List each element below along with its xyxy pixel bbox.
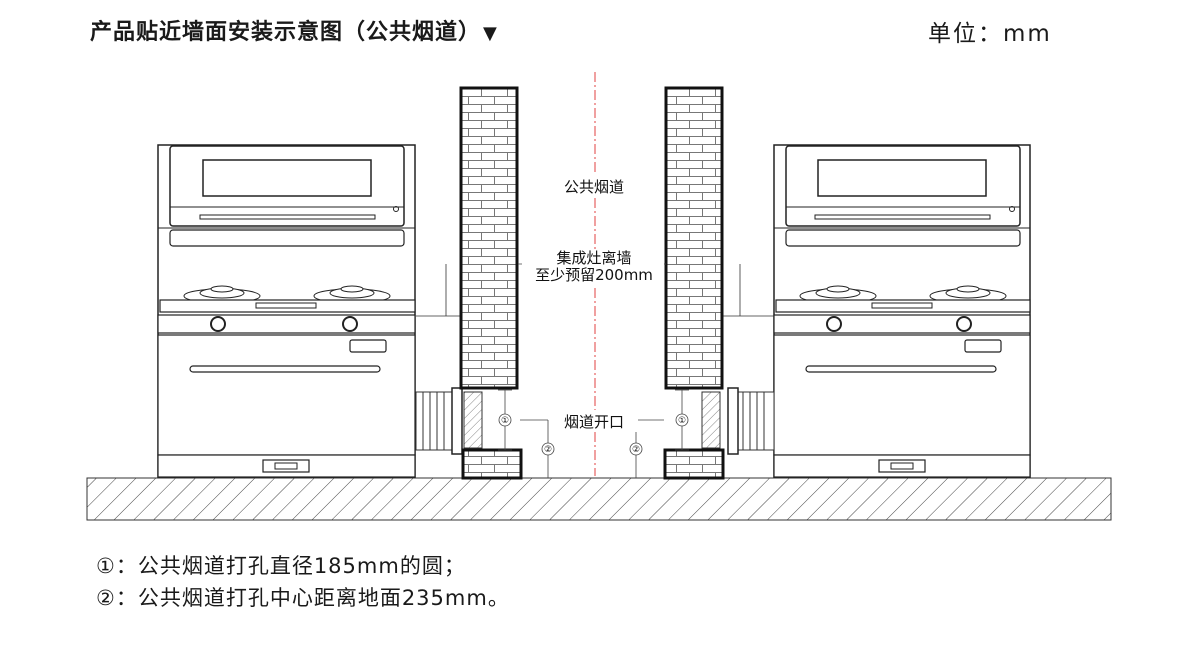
marker-1-left: ①	[498, 413, 512, 427]
exhaust-duct-right	[727, 387, 775, 455]
svg-text:①: ①	[501, 416, 509, 426]
page-title: 产品贴近墙面安装示意图（公共烟道）▼	[90, 14, 498, 46]
label-clearance-line1: 集成灶离墙	[556, 249, 631, 267]
flue-wall-right	[663, 86, 725, 480]
label-opening: 烟道开口	[564, 413, 624, 431]
unit-label: 单位：mm	[928, 21, 1052, 47]
marker-1-right: ①	[675, 413, 689, 427]
exhaust-duct-left	[415, 387, 463, 455]
svg-text:②: ②	[544, 445, 552, 455]
opening-dimension-lines	[498, 389, 689, 478]
stove-left	[157, 144, 416, 478]
note-2: ②：公共烟道打孔中心距离地面235mm。	[96, 586, 510, 610]
flue-wall-left	[459, 86, 523, 480]
stove-right	[773, 144, 1031, 478]
title-text: 产品贴近墙面安装示意图（公共烟道）	[90, 20, 482, 45]
title-dropdown-marker: ▼	[483, 23, 498, 44]
note-1: ①：公共烟道打孔直径185mm的圆；	[96, 554, 466, 578]
svg-text:②: ②	[632, 445, 640, 455]
marker-2-left: ②	[541, 442, 555, 456]
floor-hatched	[86, 477, 1112, 521]
marker-2-right: ②	[629, 442, 643, 456]
label-clearance-line2: 至少预留200mm	[535, 266, 653, 284]
svg-text:①: ①	[678, 416, 686, 426]
label-flue: 公共烟道	[564, 178, 624, 196]
